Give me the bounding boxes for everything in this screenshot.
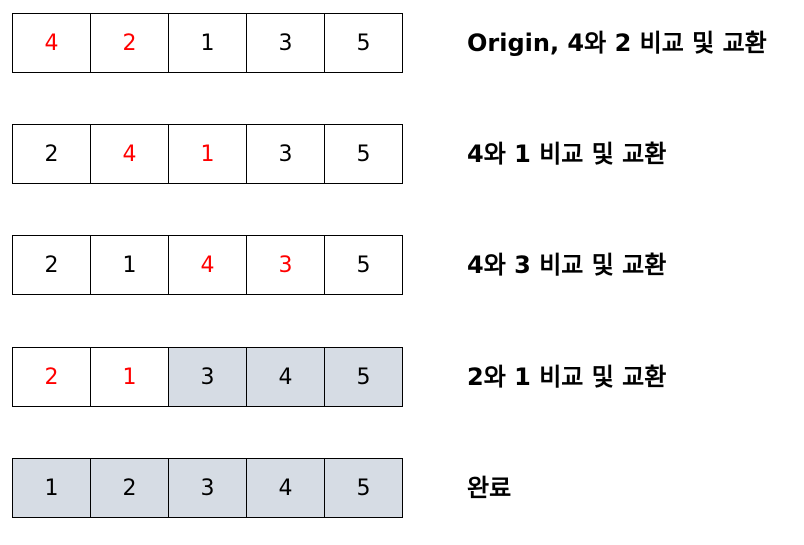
array-cell: 5 xyxy=(325,236,403,295)
array-cell: 4 xyxy=(169,236,247,295)
array-cell: 3 xyxy=(169,348,247,407)
array-cell: 3 xyxy=(169,459,247,518)
array-cell: 1 xyxy=(13,459,91,518)
array-cell: 4 xyxy=(91,125,169,184)
step-description: 완료 xyxy=(467,474,512,502)
array-cell: 2 xyxy=(91,459,169,518)
array-cell: 2 xyxy=(13,125,91,184)
array-cell: 3 xyxy=(247,14,325,73)
array-cell: 5 xyxy=(325,348,403,407)
array-cell: 5 xyxy=(325,459,403,518)
step-description: 4와 3 비교 및 교환 xyxy=(467,251,667,279)
array-cell: 5 xyxy=(325,125,403,184)
array-cell: 4 xyxy=(13,14,91,73)
array-cell: 4 xyxy=(247,459,325,518)
array-cell: 1 xyxy=(169,14,247,73)
array-cell: 2 xyxy=(13,348,91,407)
array-cell: 1 xyxy=(91,236,169,295)
array-cell: 2 xyxy=(91,14,169,73)
array-cell: 4 xyxy=(247,348,325,407)
step-description: 4와 1 비교 및 교환 xyxy=(467,140,667,168)
array-cell: 5 xyxy=(325,14,403,73)
array-cell: 3 xyxy=(247,236,325,295)
array-cell: 2 xyxy=(13,236,91,295)
array-cell: 1 xyxy=(169,125,247,184)
array-cell: 1 xyxy=(91,348,169,407)
step-description: 2와 1 비교 및 교환 xyxy=(467,363,667,391)
step-description: Origin, 4와 2 비교 및 교환 xyxy=(467,29,767,57)
array-cell: 3 xyxy=(247,125,325,184)
